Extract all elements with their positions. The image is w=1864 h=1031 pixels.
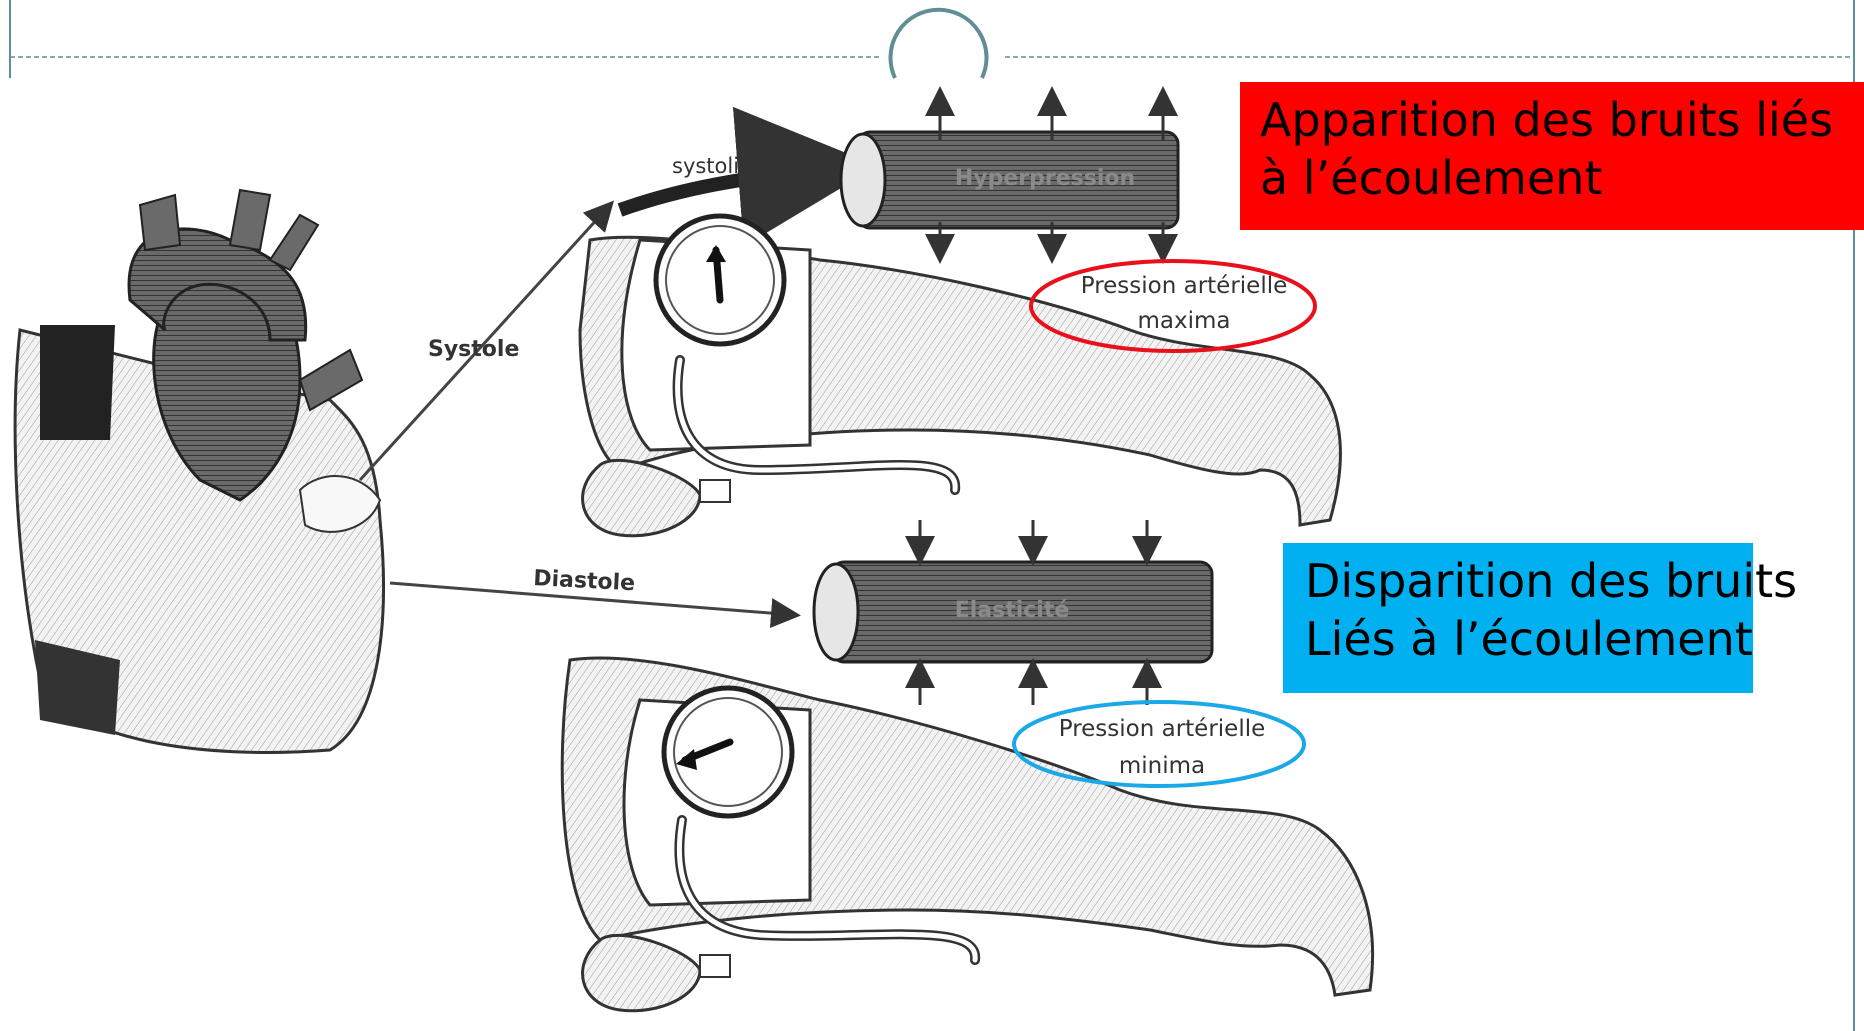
systolic-callout-line1: Apparition des bruits liés — [1260, 92, 1846, 150]
sphygmomanometer-icon-lower — [664, 688, 792, 816]
hyperpression-label: Hyperpression — [955, 166, 1135, 191]
aortic-branch-3 — [270, 215, 318, 270]
systolic-sounds-callout: Apparition des bruits liés à l’écoulemen… — [1240, 82, 1864, 230]
systolique-label: systolique — [672, 154, 779, 178]
circle-ornament-icon — [891, 10, 987, 78]
lower-artery: Elasticité — [814, 520, 1212, 705]
vena-cava — [40, 325, 115, 440]
systolic-callout-line2: à l’écoulement — [1260, 150, 1846, 208]
diastolic-sounds-callout: Disparition des bruits Liés à l’écouleme… — [1283, 543, 1753, 693]
aortic-branch-2 — [230, 190, 270, 250]
diastolic-callout-line1: Disparition des bruits — [1305, 553, 1735, 611]
max-pressure-label-line1: Pression artérielle — [1081, 273, 1288, 299]
aortic-branch-1 — [140, 195, 180, 250]
sphygmomanometer-icon — [656, 216, 784, 344]
diastole-label: Diastole — [533, 566, 636, 596]
lower-artery-opening — [814, 564, 858, 660]
upper-artery: Hyperpression — [841, 92, 1178, 258]
lower-bulb — [583, 935, 700, 1010]
min-pressure-label-line1: Pression artérielle — [1059, 716, 1266, 742]
min-pressure-label-line2: minima — [1119, 753, 1205, 779]
systole-label: Systole — [428, 337, 519, 362]
elasticite-label: Elasticité — [955, 598, 1070, 623]
heart-illustration — [15, 190, 383, 752]
upper-artery-opening — [841, 134, 885, 226]
diastolic-callout-line2: Liés à l’écoulement — [1305, 611, 1735, 669]
upper-bulb — [583, 460, 700, 535]
max-pressure-label-line2: maxima — [1138, 308, 1231, 334]
